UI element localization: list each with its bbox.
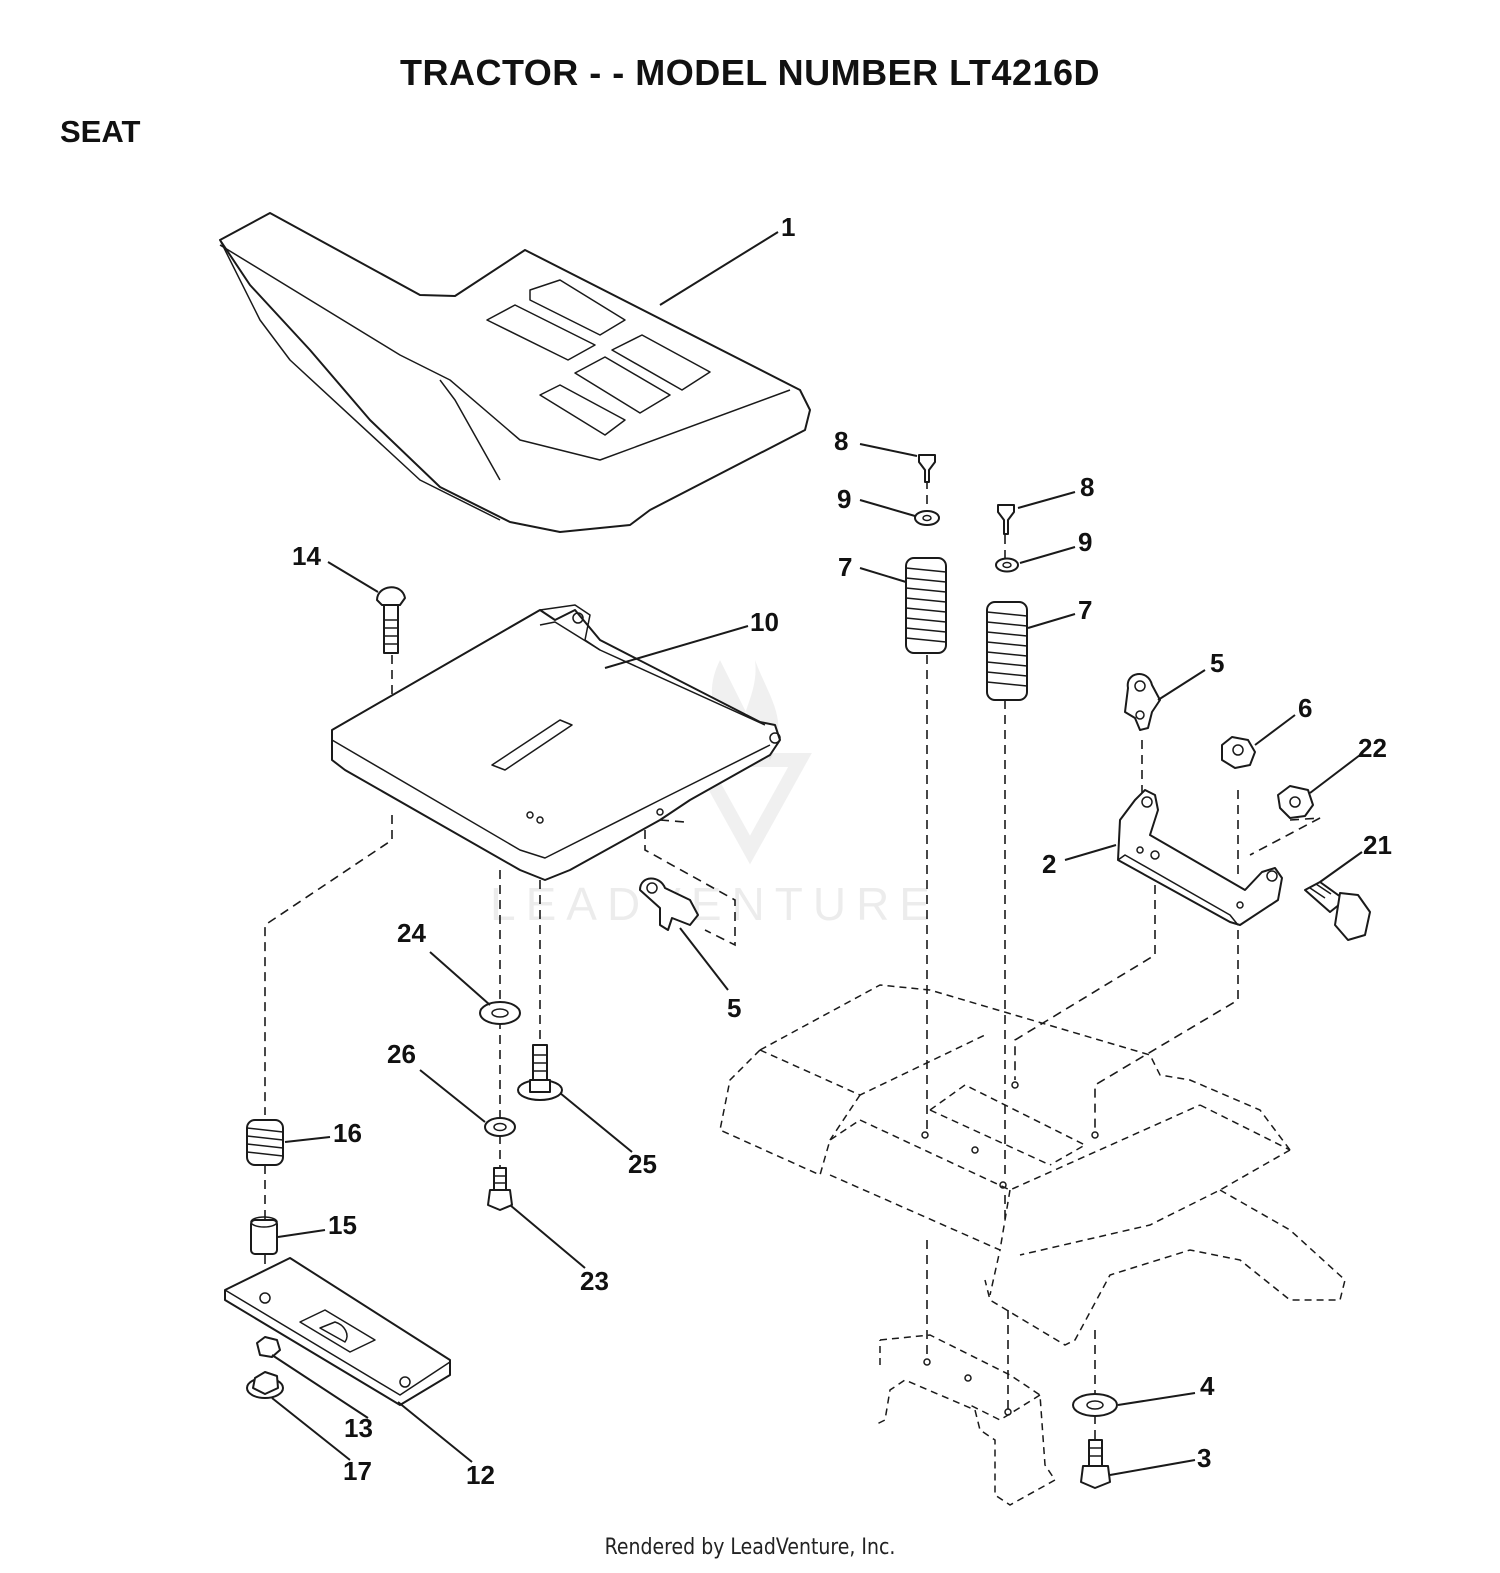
callout-7-right[interactable]: 7 [1078,595,1092,625]
part-13-nut [256,1336,281,1358]
callout-13[interactable]: 13 [344,1413,373,1443]
assembly-lines [264,480,1321,1440]
part-1-seat [219,212,811,533]
callout-5-lower[interactable]: 5 [727,993,741,1023]
part-7-spring-right [986,601,1028,701]
part-24-washer [479,1001,521,1025]
part-23-bolt [487,1167,513,1211]
part-3-bolt [1080,1439,1111,1489]
part-17-flange-nut [246,1371,284,1399]
part-21-bolt [1304,881,1371,941]
callout-25[interactable]: 25 [628,1149,657,1179]
callout-26[interactable]: 26 [387,1039,416,1069]
callout-7-left[interactable]: 7 [838,552,852,582]
callout-9-left[interactable]: 9 [837,484,851,514]
part-10-seat-pan [331,604,781,881]
part-16-spring [246,1119,284,1166]
part-25-bolt [517,1044,563,1101]
footer-credit: Rendered by LeadVenture, Inc. [604,1535,896,1560]
part-4-washer [1072,1393,1118,1417]
callout-17[interactable]: 17 [343,1456,372,1486]
callout-23[interactable]: 23 [580,1266,609,1296]
callout-12[interactable]: 12 [466,1460,495,1490]
callout-9-right[interactable]: 9 [1078,527,1092,557]
callout-6[interactable]: 6 [1298,693,1312,723]
callout-14[interactable]: 14 [292,541,321,571]
callout-22[interactable]: 22 [1358,733,1387,763]
watermark-text: LEADVENTURE [490,878,940,930]
callout-2[interactable]: 2 [1042,849,1056,879]
part-26-lock-washer [484,1117,516,1137]
part-7-spring-left [905,557,947,654]
part-9-washer-left [914,510,940,526]
callout-15[interactable]: 15 [328,1210,357,1240]
callout-4[interactable]: 4 [1200,1371,1215,1401]
tractor-frame [719,984,1346,1506]
callout-16[interactable]: 16 [333,1118,362,1148]
callout-21[interactable]: 21 [1363,830,1392,860]
watermark: LEADVENTURE [490,660,940,930]
callout-8-left[interactable]: 8 [834,426,848,456]
part-12-slide-plate [224,1257,451,1406]
part-6-nut [1221,736,1256,769]
page-title: TRACTOR - - MODEL NUMBER LT4216D [399,52,1101,93]
part-14-carriage-bolt [376,586,406,654]
section-title: SEAT [60,114,141,149]
callout-3[interactable]: 3 [1197,1443,1211,1473]
part-8-pin-left [918,454,936,483]
part-15-spacer [250,1216,278,1255]
callout-24[interactable]: 24 [397,918,426,948]
callout-5-upper[interactable]: 5 [1210,648,1224,678]
part-5-clip-lower [639,877,699,931]
part-5-clip-upper [1124,673,1161,731]
callout-8-right[interactable]: 8 [1080,472,1094,502]
part-2-bracket [1117,789,1283,926]
part-8-pin-right [997,504,1015,535]
part-9-washer-right [995,557,1019,573]
callout-1[interactable]: 1 [781,212,795,242]
callouts: 1 10 14 8 9 7 8 9 7 5 6 22 21 2 5 24 26 … [292,212,1392,1490]
part-22-nut [1277,785,1314,819]
callout-10[interactable]: 10 [750,607,779,637]
leader-lines [271,231,1363,1476]
